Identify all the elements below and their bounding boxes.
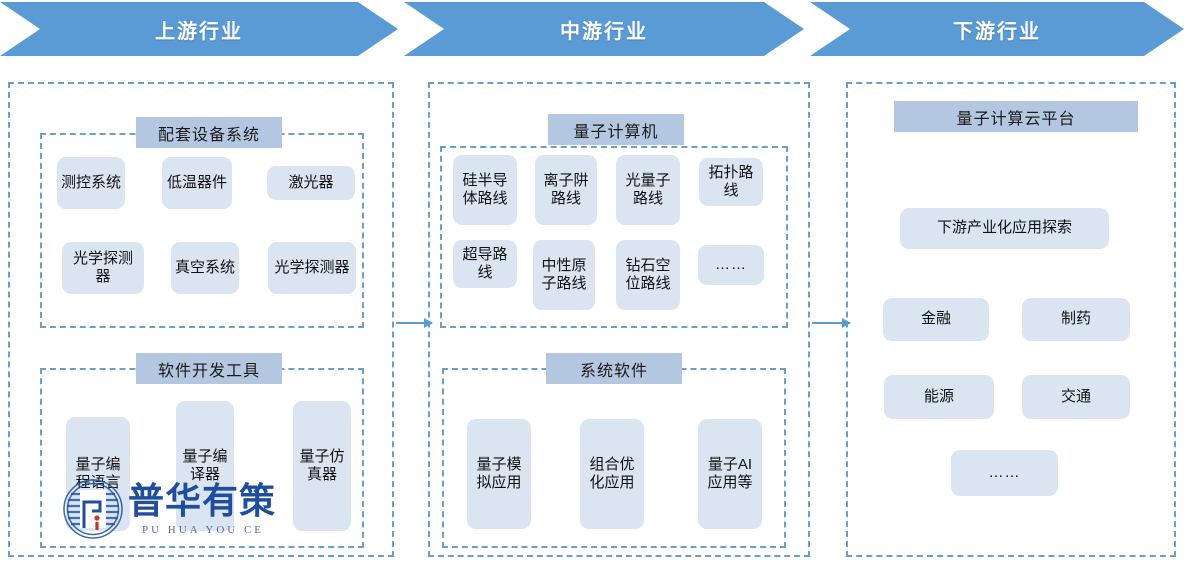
stage-chevron-midstream-label: 中游行业 [560, 20, 648, 43]
stage-chevron-midstream[interactable]: 中游行业 [404, 2, 804, 56]
chip-superconducting-route[interactable]: 超导路线 [453, 240, 517, 288]
midstream-group-quantum-computer [440, 146, 788, 328]
chip-quantum-compiler[interactable]: 量子编译器 [176, 401, 234, 531]
chip-downstream-industrial-application-exploration[interactable]: 下游产业化应用探索 [900, 208, 1109, 249]
chip-silicon-semiconductor-route[interactable]: 硅半导体路线 [453, 155, 517, 225]
stage-chevron-downstream[interactable]: 下游行业 [810, 2, 1184, 56]
stage-chevron-downstream-label: 下游行业 [953, 20, 1041, 43]
stage-header-row: 上游行业 中游行业 下游行业 [0, 0, 1184, 58]
chip-optical-detector-2[interactable]: 光学探测器 [268, 242, 356, 294]
stage-chevron-upstream[interactable]: 上游行业 [0, 2, 398, 56]
chip-quantum-ai-application[interactable]: 量子AI应用等 [698, 419, 762, 529]
chip-photonic-route[interactable]: 光量子路线 [616, 155, 680, 225]
chip-vacuum-system[interactable]: 真空系统 [171, 242, 239, 294]
upstream-group-equipment-title: 配套设备系统 [136, 117, 282, 148]
chip-ion-trap-route[interactable]: 离子阱路线 [535, 155, 597, 225]
chip-quantum-simulation-application[interactable]: 量子模拟应用 [467, 419, 531, 529]
chip-neutral-atom-route[interactable]: 中性原子路线 [533, 240, 595, 310]
arrow-upstream-to-midstream [396, 318, 433, 328]
upstream-group-software-tools-title: 软件开发工具 [136, 353, 282, 384]
chip-midstream-more[interactable]: …… [698, 245, 764, 285]
stage-chevron-upstream-label: 上游行业 [155, 20, 243, 43]
downstream-cloud-platform-title: 量子计算云平台 [894, 101, 1138, 132]
chip-downstream-more[interactable]: …… [951, 450, 1058, 496]
chip-diamond-nv-route[interactable]: 钻石空位路线 [616, 240, 680, 310]
chip-optical-detector-1[interactable]: 光学探测器 [62, 242, 144, 294]
chip-topological-route[interactable]: 拓扑路线 [699, 158, 763, 206]
chip-sector-finance[interactable]: 金融 [883, 298, 989, 341]
chip-laser[interactable]: 激光器 [267, 166, 355, 200]
chip-sector-pharmaceutical[interactable]: 制药 [1022, 298, 1130, 341]
chip-quantum-simulator[interactable]: 量子仿真器 [293, 401, 351, 531]
chip-sector-transportation[interactable]: 交通 [1022, 375, 1130, 419]
midstream-group-system-software-title: 系统软件 [546, 353, 682, 384]
midstream-group-quantum-computer-title: 量子计算机 [548, 114, 684, 145]
chip-cryogenic-device[interactable]: 低温器件 [162, 157, 232, 209]
chip-quantum-programming-language[interactable]: 量子编程语言 [66, 417, 130, 531]
chip-combinatorial-optimization-application[interactable]: 组合优化应用 [580, 419, 644, 529]
arrow-midstream-to-downstream [812, 318, 851, 328]
chip-sector-energy[interactable]: 能源 [884, 375, 994, 419]
chip-measurement-control[interactable]: 测控系统 [57, 157, 125, 209]
